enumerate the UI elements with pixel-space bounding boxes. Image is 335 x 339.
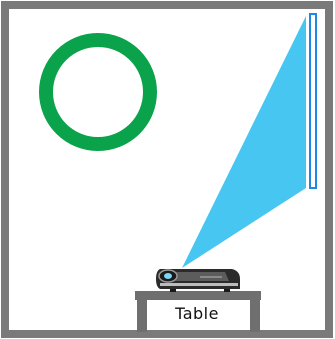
projector-foot-right xyxy=(224,289,230,292)
projection-screen xyxy=(310,14,316,188)
projector-vent xyxy=(200,276,222,278)
table-leg-right xyxy=(250,300,260,332)
table-label: Table xyxy=(147,301,247,327)
projector-lens-glass xyxy=(164,273,172,279)
projector-foot-left xyxy=(170,289,176,292)
projector-trim xyxy=(160,283,238,286)
table-leg-left xyxy=(137,300,147,332)
table-top xyxy=(135,291,261,300)
projector-icon xyxy=(156,269,240,292)
